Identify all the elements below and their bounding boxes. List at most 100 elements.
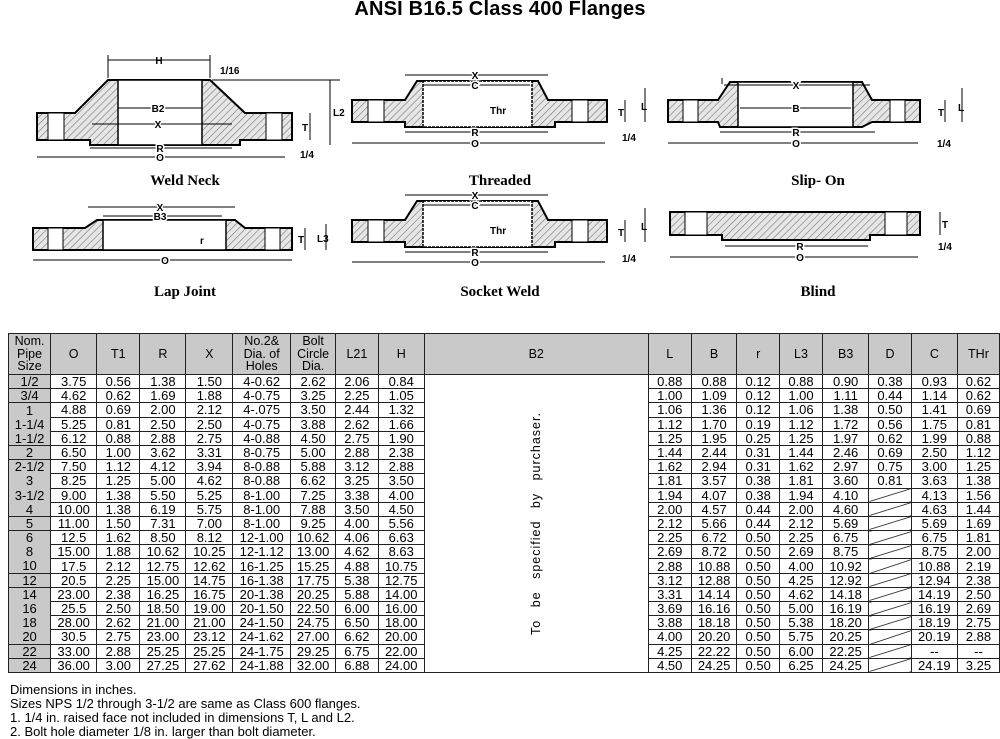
table-cell: 27.62: [185, 657, 234, 673]
table-cell: 21.00: [185, 615, 234, 631]
table-cell: 2.62: [335, 416, 379, 432]
table-cell: 12.94: [910, 572, 958, 588]
table-cell: 1.00: [778, 388, 824, 404]
table-cell: 4.62: [778, 586, 824, 603]
table-cell: 24.25: [690, 657, 738, 673]
table-cell: 2.97: [822, 459, 870, 475]
table-cell: 14.19: [910, 586, 958, 603]
table-cell: 1.05: [377, 388, 425, 404]
table-cell: 16.16: [690, 600, 738, 617]
table-cell: 1.75: [910, 416, 958, 432]
table-cell: 3.69: [647, 600, 692, 617]
table-cell: 0.12: [736, 388, 780, 404]
table-cell: 5.88: [335, 586, 379, 603]
table-cell: 8.75: [910, 544, 958, 560]
table-cell: 2.38: [956, 572, 1000, 588]
column-header: T1: [96, 333, 141, 375]
dim-label-t: T: [618, 228, 624, 239]
table-cell: 15.00: [50, 544, 98, 560]
table-cell: 1.09: [690, 388, 738, 404]
table-cell: 4.00: [647, 629, 692, 645]
table-cell: [868, 600, 912, 617]
column-header: D: [868, 333, 912, 375]
page-title: ANSI B16.5 Class 400 Flanges: [354, 0, 646, 20]
nominal-pipe-size-cell: 6: [7, 530, 52, 545]
dim-label-x: X: [793, 81, 800, 92]
dim-label-l: L: [641, 222, 647, 233]
table-cell: 2.69: [956, 600, 1000, 617]
table-cell: 0.50: [736, 530, 780, 546]
column-header: Bolt Circle Dia.: [290, 333, 337, 375]
table-cell: 8.12: [185, 530, 234, 546]
dim-label-l: L: [958, 103, 964, 114]
dim-label-o: O: [471, 139, 479, 150]
lap-joint-diagram: X B3 r T L3 O Lap Joint: [32, 202, 329, 300]
table-cell: 4.06: [335, 530, 379, 546]
table-cell: 8-1.00: [232, 515, 292, 532]
nominal-pipe-size-cell: 2: [7, 444, 52, 461]
table-cell: 5.69: [822, 515, 870, 532]
column-header: L3: [778, 333, 824, 375]
table-cell: [868, 544, 912, 560]
table-cell: 2.12: [96, 558, 141, 574]
table-cell: 2.88: [956, 629, 1000, 645]
table-cell: 1.50: [96, 515, 141, 532]
table-cell: 5.69: [910, 515, 958, 532]
dim-label-o: O: [796, 253, 804, 264]
table-cell: 1.06: [647, 402, 692, 418]
table-cell: 9.25: [290, 515, 337, 532]
table-cell: 2.12: [778, 515, 824, 532]
table-cell: 5.25: [185, 487, 234, 503]
table-cell: 1.99: [910, 430, 958, 446]
table-cell: 4-.075: [232, 402, 292, 418]
table-cell: 2.50: [956, 586, 1000, 603]
table-cell: 1.12: [956, 444, 1000, 461]
table-cell: 6.72: [690, 530, 738, 546]
table-cell: 0.50: [736, 558, 780, 574]
table-cell: 2.00: [647, 501, 692, 517]
column-header: L: [647, 333, 692, 375]
dim-label-t: T: [298, 235, 304, 246]
table-cell: 1.81: [956, 530, 1000, 546]
table-cell: 3.31: [185, 444, 234, 461]
table-cell: 15.25: [290, 558, 337, 574]
table-cell: 2.12: [647, 515, 692, 532]
table-cell: 7.25: [290, 487, 337, 503]
table-cell: 1.90: [377, 430, 425, 446]
dim-label-r: R: [796, 242, 804, 253]
nominal-pipe-size-cell: 3/4: [7, 388, 52, 404]
table-cell: 1.00: [647, 388, 692, 404]
table-cell: 4.60: [822, 501, 870, 517]
table-cell: 16-1.25: [232, 558, 292, 574]
table-cell: 14.14: [690, 586, 738, 603]
table-cell: 3.88: [290, 416, 337, 432]
dim-label-raised-face: 1/4: [937, 139, 951, 150]
note-class-600: Sizes NPS 1/2 through 3-1/2 are same as …: [10, 696, 361, 711]
nominal-pipe-size-cell: 16: [7, 601, 52, 616]
table-cell: 4.63: [910, 501, 958, 517]
dim-label-x: X: [155, 120, 162, 131]
table-cell: 3.12: [647, 572, 692, 588]
table-cell: 12.5: [50, 530, 98, 546]
note-bolt-hole: 2. Bolt hole diameter 1/8 in. larger tha…: [10, 724, 316, 739]
table-cell: 1.62: [96, 530, 141, 546]
dim-label-x: X: [472, 71, 479, 82]
table-cell: 5.75: [185, 501, 234, 517]
table-cell: 0.62: [96, 388, 141, 404]
table-cell: 5.25: [50, 416, 98, 432]
flange-diagrams: H 1/16 B2 X L2 T R O 1/4 Weld Neck X C T…: [32, 55, 964, 300]
table-cell: 24.25: [822, 657, 870, 673]
table-cell: 2.00: [778, 501, 824, 517]
table-cell: 2.38: [377, 444, 425, 461]
table-cell: 0.81: [956, 416, 1000, 432]
table-cell: 2.44: [335, 402, 379, 418]
